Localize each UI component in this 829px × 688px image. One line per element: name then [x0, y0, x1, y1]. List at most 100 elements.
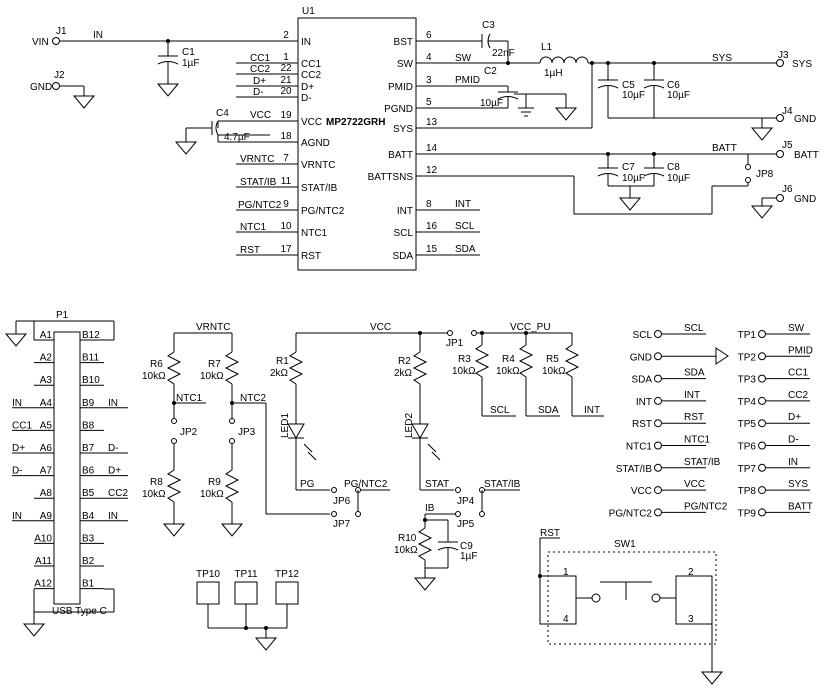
j5-batt-label: BATT: [794, 150, 819, 161]
label-column-name: SDA: [631, 375, 652, 386]
usb-b-pin: B2: [82, 556, 95, 567]
net-pgntc2-label: PG/NTC2: [238, 200, 282, 211]
u1-pin-name: STAT/IB: [301, 183, 338, 194]
jp5-pin-b[interactable]: [479, 511, 485, 517]
c6-ref: C6: [667, 80, 680, 91]
usb-c-connector: P1 USB Type C A1A2A3A4INA5CC1A6D+A7D-A8A…: [4, 310, 128, 637]
u1-pin-name: INT: [397, 206, 413, 217]
u1-pin-name: D-: [301, 93, 312, 104]
l1-inductor: [539, 56, 589, 64]
label-column-terminal[interactable]: [654, 486, 662, 495]
j1-label: J1: [56, 26, 67, 37]
label-column-terminal[interactable]: [654, 463, 662, 472]
label-column-terminal[interactable]: [654, 374, 662, 383]
jp8-pin-a[interactable]: [745, 164, 751, 170]
r4-ref: R4: [502, 354, 515, 365]
r7-ref: R7: [208, 359, 221, 370]
test-point[interactable]: [758, 374, 766, 383]
j6-terminal[interactable]: [776, 194, 784, 202]
l1-value: 1µH: [544, 68, 563, 79]
label-column-net: RST: [684, 412, 704, 423]
jp6-pin-a[interactable]: [331, 487, 337, 493]
jp5-pin-a[interactable]: [455, 511, 461, 517]
usb-a-net: D-: [12, 466, 23, 477]
test-point[interactable]: [758, 508, 766, 517]
label-column-terminal[interactable]: [654, 352, 662, 361]
usb-b-pin: B3: [82, 533, 95, 544]
ground-symbol: [254, 637, 278, 651]
test-point[interactable]: [758, 441, 766, 450]
label-column-terminal[interactable]: [654, 419, 662, 428]
test-point[interactable]: [758, 352, 766, 361]
test-point-net: CC1: [788, 368, 808, 379]
j4-label: J4: [782, 106, 793, 117]
label-column-terminal[interactable]: [654, 330, 662, 338]
led2-label: LED2: [404, 413, 415, 438]
ground-symbol: [72, 95, 96, 109]
u1-pin-number: 22: [280, 63, 292, 74]
test-pad[interactable]: [234, 581, 258, 605]
usb-a-pin: A4: [40, 398, 53, 409]
test-point-label: TP5: [738, 419, 757, 430]
jp2-pin-b[interactable]: [171, 438, 177, 444]
j3-terminal[interactable]: [776, 59, 784, 67]
jp1-pin-b[interactable]: [471, 330, 477, 336]
usb-a-pin: A6: [40, 443, 53, 454]
label-column-net: SCL: [684, 323, 704, 334]
net-vrntc-label: VRNTC: [240, 154, 274, 165]
usb-a-net: IN: [12, 398, 22, 409]
r9-resistor: [224, 469, 240, 503]
led2-diode: [411, 423, 429, 440]
label-column-terminal[interactable]: [654, 396, 662, 405]
test-pad[interactable]: [196, 581, 220, 605]
usb-b-net: CC2: [108, 488, 128, 499]
label-column-terminal[interactable]: [654, 508, 662, 517]
u1-pin-name: PGND: [384, 104, 413, 115]
test-point[interactable]: [758, 419, 766, 428]
net-batt-label: BATT: [712, 143, 737, 154]
label-column-terminal[interactable]: [654, 441, 662, 450]
net-vcc-label: VCC: [250, 110, 271, 121]
usb-a-pin: A8: [40, 488, 53, 499]
usb-a-net: IN: [12, 511, 22, 522]
ground-symbol: [413, 577, 437, 591]
r9-value: 10kΩ: [200, 489, 224, 500]
u1-pin-number: 12: [426, 165, 438, 176]
usb-b-pin: B7: [82, 443, 95, 454]
test-point[interactable]: [758, 486, 766, 495]
j2-terminal[interactable]: [52, 82, 60, 90]
c5-value: 10µF: [622, 90, 645, 101]
jp1-pin-a[interactable]: [447, 330, 453, 336]
usb-b-pin: B8: [82, 420, 95, 431]
jp2-pin-a[interactable]: [171, 418, 177, 424]
j1-terminal[interactable]: [52, 37, 60, 45]
jp3-pin-b[interactable]: [229, 438, 235, 444]
net-ntc2-label: NTC2: [240, 393, 267, 404]
sw1-pushbutton[interactable]: SW1 RST 1 2 3 4: [538, 528, 724, 685]
sw1-pin1: 1: [563, 567, 569, 578]
test-pad[interactable]: [275, 581, 299, 605]
ground-symbol: [750, 127, 774, 141]
j5-terminal[interactable]: [776, 150, 784, 158]
jp4-pin-a[interactable]: [455, 487, 461, 493]
net-ntc1-label: NTC1: [240, 222, 267, 233]
test-point-net: SW: [788, 323, 805, 334]
test-point-label: TP2: [738, 352, 757, 363]
jp8-pin-b[interactable]: [745, 177, 751, 183]
test-point[interactable]: [758, 396, 766, 405]
jp7-pin-b[interactable]: [355, 511, 361, 517]
u1-pin-number: 18: [280, 131, 292, 142]
c7-value: 10µF: [622, 173, 645, 184]
u1-pin-number: 6: [426, 30, 432, 41]
test-point[interactable]: [758, 330, 766, 338]
jp3-pin-a[interactable]: [229, 418, 235, 424]
r10-resistor: [417, 527, 433, 561]
net-ib-label: IB: [425, 503, 435, 514]
p1-ref: P1: [56, 310, 69, 321]
r4-resistor: [518, 344, 534, 378]
jp7-pin-a[interactable]: [331, 511, 337, 517]
r6-value: 10kΩ: [142, 371, 166, 382]
j4-terminal[interactable]: [776, 114, 784, 122]
test-point[interactable]: [758, 463, 766, 472]
